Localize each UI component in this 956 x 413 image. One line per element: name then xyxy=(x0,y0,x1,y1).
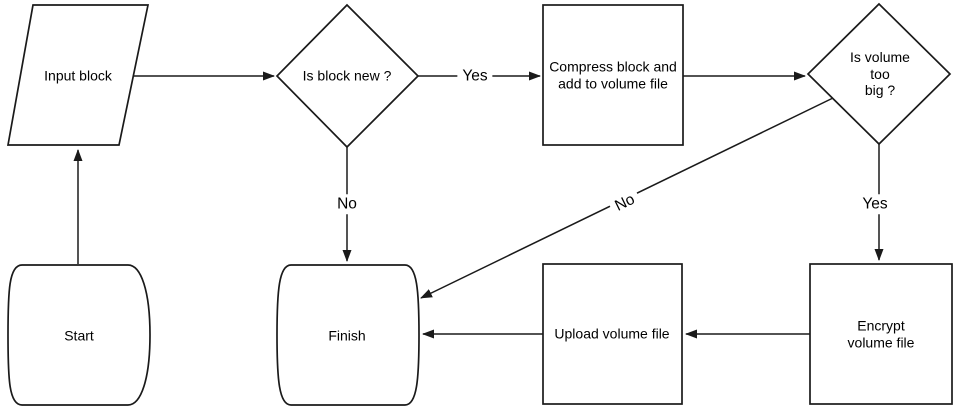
input-block-parallelogram xyxy=(6,4,150,146)
finish-terminator xyxy=(276,264,420,406)
encrypt-volume-file-rectangle xyxy=(809,263,953,405)
compress-block-rectangle xyxy=(542,4,684,146)
is-volume-too-big-diamond xyxy=(806,2,952,146)
upload-volume-file-rectangle xyxy=(542,263,683,405)
is-block-new-diamond xyxy=(275,3,420,149)
start-terminator xyxy=(7,264,151,406)
